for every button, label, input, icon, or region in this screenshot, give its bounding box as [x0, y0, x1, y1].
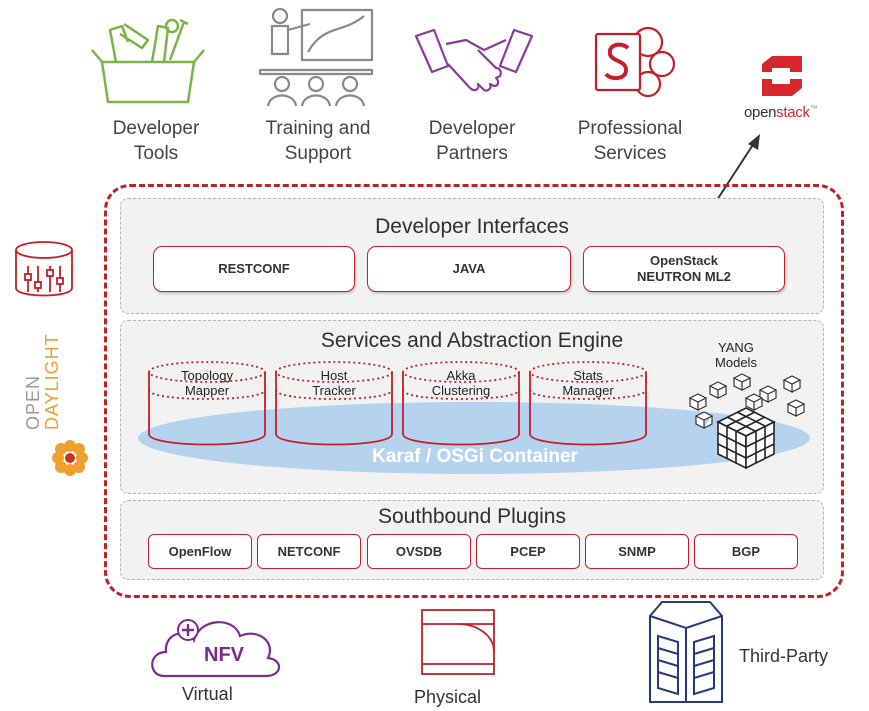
developer-interfaces-title: Developer Interfaces: [375, 215, 569, 238]
snmp-box: SNMP: [585, 534, 689, 569]
pcep-box: PCEP: [476, 534, 580, 569]
openflow-box: OpenFlow: [148, 534, 252, 569]
host-tracker-label: Host Tracker: [312, 368, 356, 398]
virtual-label: Virtual: [182, 684, 233, 704]
stats-manager-label: Stats Manager: [562, 368, 614, 398]
openstack-logo: openstack™: [744, 54, 844, 134]
developer-tools-label: Developer Tools: [112, 118, 200, 164]
physical-device-icon: [418, 606, 498, 678]
database-icon: [12, 240, 76, 302]
akka-clustering-label: Akka Clustering: [431, 368, 491, 398]
training-support-label: Training and Support: [265, 118, 371, 164]
restconf-box: RESTCONF: [153, 246, 355, 292]
yang-cubes-icon: [686, 372, 810, 472]
handshake-icon: [414, 26, 534, 100]
physical-label: Physical: [414, 687, 482, 707]
ovsdb-box: OVSDB: [367, 534, 471, 569]
third-party-label: Third-Party: [739, 646, 829, 666]
openstack-tm: ™: [809, 104, 818, 113]
services-title: Services and Abstraction Engine: [320, 329, 624, 352]
stats-manager-cylinder: [526, 360, 650, 450]
openstack-icon: [762, 56, 802, 96]
openstack-prefix: open: [744, 104, 777, 121]
bgp-box: BGP: [694, 534, 798, 569]
netconf-box: NETCONF: [257, 534, 361, 569]
openstack-neutron-box: OpenStack NEUTRON ML2: [583, 246, 785, 292]
southbound-title: Southbound Plugins: [378, 505, 566, 528]
karaf-container-ellipse: [138, 402, 810, 474]
host-tracker-cylinder: [272, 360, 396, 450]
yang-models-label: YANG Models: [715, 340, 757, 370]
nfv-cloud-icon: [148, 606, 284, 680]
topology-mapper-cylinder: [145, 360, 269, 450]
java-box: JAVA: [367, 246, 571, 292]
server-rack-icon: [646, 598, 726, 706]
daylight-flower-icon: [50, 438, 90, 478]
sharepoint-icon: [592, 24, 678, 104]
topology-mapper-label: Topology Mapper: [180, 368, 234, 398]
nfv-label: NFV: [204, 644, 244, 666]
openstack-suffix: stack: [776, 104, 810, 121]
presentation-icon: [252, 4, 382, 108]
toolbox-icon: [88, 12, 208, 108]
karaf-container-label: Karaf / OSGi Container: [372, 446, 578, 467]
opendaylight-wordmark: OPEN DAYLIGHT: [23, 270, 68, 430]
brand-open: OPEN: [23, 374, 43, 430]
brand-daylight: DAYLIGHT: [42, 333, 62, 430]
opendaylight-container: [104, 184, 844, 598]
akka-clustering-cylinder: [399, 360, 523, 450]
professional-services-label: Professional Services: [577, 118, 683, 164]
developer-partners-label: Developer Partners: [428, 118, 516, 164]
